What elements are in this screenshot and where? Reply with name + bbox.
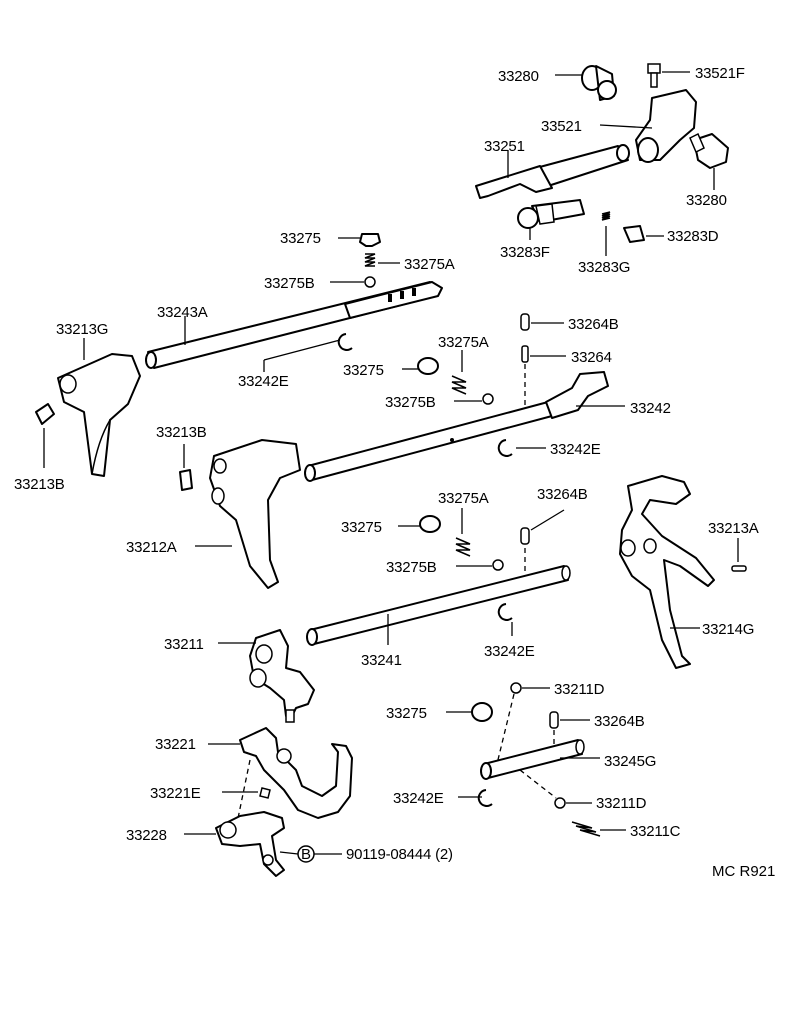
label-33213G: 33213G — [56, 321, 108, 338]
label-33264: 33264 — [571, 349, 612, 366]
label-33275-c: 33275 — [341, 519, 382, 536]
plug-33275-b — [402, 357, 439, 375]
label-33213B-right: 33213B — [156, 424, 207, 441]
label-33221: 33221 — [155, 736, 196, 753]
label-33275-a: 33275 — [280, 230, 321, 247]
shaft-33251 — [475, 144, 630, 199]
label-33283D: 33283D — [667, 228, 719, 245]
label-33228: 33228 — [126, 827, 167, 844]
bolt-33213B-right — [179, 444, 193, 491]
label-33242E-a: 33242E — [238, 373, 289, 390]
label-33275B-b: 33275B — [385, 394, 436, 411]
diagram-code: MC R921 — [712, 863, 775, 880]
shaft-33243A — [145, 281, 443, 369]
spring-33275A-c — [455, 508, 471, 557]
ball-33275B-b — [454, 393, 494, 405]
label-33242: 33242 — [630, 400, 671, 417]
label-33212A: 33212A — [126, 539, 177, 556]
label-33275B-a: 33275B — [264, 275, 315, 292]
label-33221E: 33221E — [150, 785, 201, 802]
label-33280-top: 33280 — [498, 68, 539, 85]
label-33211: 33211 — [164, 636, 204, 653]
label-33275-b: 33275 — [343, 362, 384, 379]
shaft-33245G — [480, 739, 600, 780]
bolt-marker-letter: B — [301, 846, 311, 863]
pin-33264 — [521, 345, 566, 363]
label-33275A-c: 33275A — [438, 490, 489, 507]
shaft-33242 — [304, 371, 625, 482]
fork-33221 — [208, 727, 353, 819]
label-33521: 33521 — [541, 118, 582, 135]
label-33241: 33241 — [361, 652, 402, 669]
fork-33214G — [619, 475, 715, 669]
label-33242E-c: 33242E — [484, 643, 535, 660]
pin-33213A — [731, 538, 747, 572]
pin-33221E — [222, 787, 271, 799]
plug-33275-d — [446, 702, 493, 722]
label-33264B-b: 33264B — [537, 486, 588, 503]
label-33214G: 33214G — [702, 621, 754, 638]
pin-33264B-c — [549, 711, 590, 729]
label-33275-d: 33275 — [386, 705, 427, 722]
clip-33242E-d — [458, 789, 493, 807]
fork-33213G — [57, 338, 141, 477]
label-33264B-c: 33264B — [594, 713, 645, 730]
clip-33242E-b — [497, 439, 546, 457]
label-33211D-a: 33211D — [554, 681, 605, 698]
shaft-33241 — [306, 565, 571, 646]
label-33264B-a: 33264B — [568, 316, 619, 333]
clip-33242E-c — [497, 603, 513, 636]
label-90119: 90119-08444 (2) — [346, 846, 453, 863]
ball-33211D-a — [510, 682, 550, 694]
lever-33228 — [184, 811, 299, 877]
pin-33264B-a — [520, 313, 564, 331]
ball-33211D-b — [554, 797, 592, 809]
label-33243A: 33243A — [157, 304, 208, 321]
label-33213A: 33213A — [708, 520, 759, 537]
label-33242E-b: 33242E — [550, 441, 601, 458]
label-33213B-left: 33213B — [14, 476, 65, 493]
label-33283G: 33283G — [578, 259, 630, 276]
bolt-33213B-left — [35, 403, 55, 468]
ball-33275B-c — [456, 559, 504, 571]
ball-33275B-a — [330, 276, 376, 288]
label-33211C: 33211C — [630, 823, 681, 840]
spring-33275A-b — [451, 350, 467, 395]
pin-33264B-b — [520, 509, 565, 545]
lever-33211 — [218, 629, 315, 723]
bolt-33521F — [647, 63, 690, 88]
spring-33283G — [601, 211, 611, 256]
plug-33280-right — [689, 132, 729, 190]
label-33283F: 33283F — [500, 244, 550, 261]
bracket-33521 — [599, 89, 697, 163]
bolt-33283D — [623, 225, 664, 243]
spring-33211C — [571, 821, 626, 837]
plug-33280-top — [555, 65, 617, 101]
label-33280-right: 33280 — [686, 192, 727, 209]
plug-33275-c — [398, 515, 441, 533]
label-33275A-b: 33275A — [438, 334, 489, 351]
label-33521F: 33521F — [695, 65, 745, 82]
fork-33212A — [195, 439, 301, 589]
label-33275A-a: 33275A — [404, 256, 455, 273]
label-33245G: 33245G — [604, 753, 656, 770]
label-33242E-d: 33242E — [393, 790, 444, 807]
plug-33275-a — [338, 233, 381, 247]
label-33275B-c: 33275B — [386, 559, 437, 576]
clip-33242E-a — [263, 333, 353, 372]
plug-33283F — [517, 199, 585, 240]
label-33211D-b: 33211D — [596, 795, 647, 812]
spring-33275A-a — [364, 253, 400, 267]
label-33251: 33251 — [484, 138, 525, 155]
bolt-marker: B — [297, 845, 342, 863]
